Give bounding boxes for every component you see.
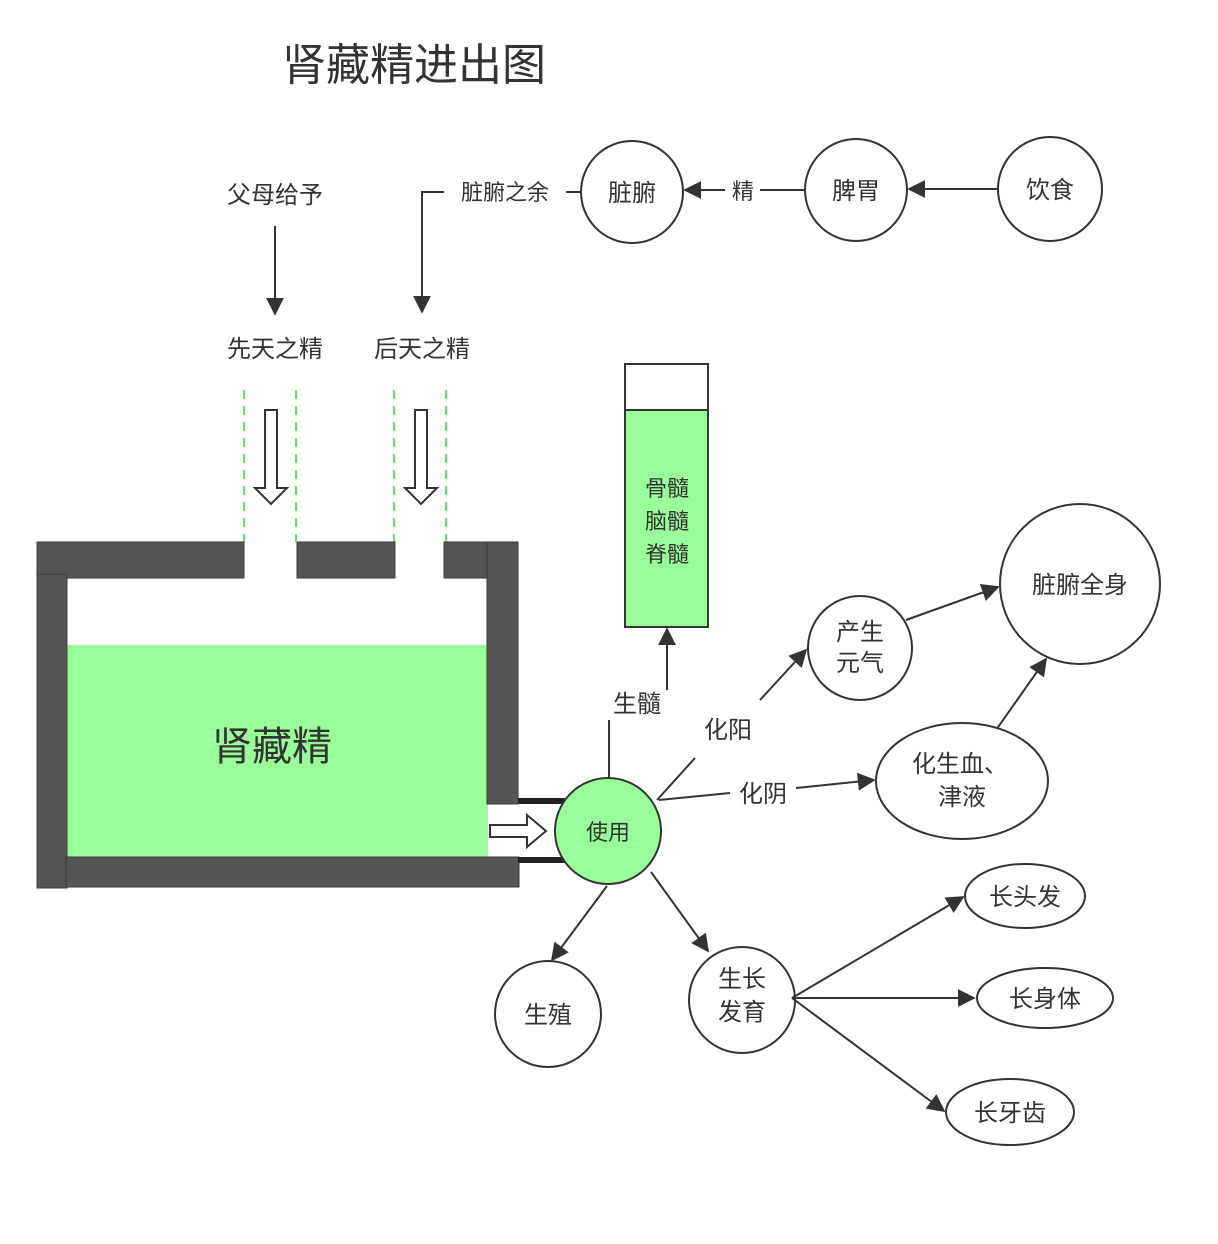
- node-zangfu-label: 脏腑: [608, 179, 656, 207]
- node-body: 脏腑全身: [999, 503, 1161, 665]
- node-yinshi: 饮食: [997, 136, 1103, 242]
- inflow-arrow-left-icon: [252, 409, 290, 506]
- edge-yuanqi-body: [905, 583, 1000, 621]
- node-yuanqi-label-2: 元气: [836, 649, 884, 677]
- node-shengzhi: 生殖: [494, 960, 602, 1068]
- node-yuanqi-label-1: 产生: [836, 618, 884, 646]
- tank-fill: [66, 645, 488, 858]
- node-zangfu: 脏腑: [580, 140, 684, 244]
- node-hair: 长头发: [964, 863, 1086, 929]
- edge-use-shengzhi: [550, 885, 608, 962]
- edge-marrow-label: 生髓: [613, 690, 661, 718]
- marrow-label-1: 骨髓: [645, 477, 689, 502]
- marrow-tube-fill: [624, 409, 709, 628]
- node-blood-label-1: 化生血、: [912, 750, 1008, 778]
- edge-blood-body: [995, 657, 1048, 731]
- node-blood: 化生血、 津液: [875, 722, 1049, 840]
- node-growth: 生长 发育: [688, 946, 796, 1054]
- edge-growth-hair: [791, 896, 965, 999]
- edge-huayin-b: [795, 772, 876, 791]
- edge-huayang-label: 化阳: [704, 716, 752, 744]
- marrow-label-2: 脑髓: [645, 510, 689, 535]
- node-growth-label-2: 发育: [718, 998, 766, 1026]
- node-bodygrow-label: 长身体: [1009, 985, 1081, 1013]
- xiantian-label: 先天之精: [227, 335, 323, 363]
- node-piwei-label: 脾胃: [832, 177, 880, 205]
- edge-huayin-a: [658, 792, 731, 801]
- edge-remainder-label: 脏腑之余: [461, 181, 549, 206]
- node-yinshi-label: 饮食: [1026, 176, 1074, 204]
- houtian-label: 后天之精: [374, 335, 470, 363]
- node-growth-label-1: 生长: [718, 965, 766, 993]
- node-yuanqi: 产生 元气: [807, 595, 913, 701]
- node-shengzhi-label: 生殖: [524, 1001, 572, 1029]
- edge-remainder-seg2: [413, 191, 444, 314]
- tank-label: 肾藏精: [212, 724, 332, 770]
- edge-use-growth: [650, 871, 710, 953]
- outlet-arrow-icon: [489, 812, 548, 850]
- node-use: 使用: [554, 777, 662, 885]
- node-hair-label: 长头发: [989, 883, 1061, 911]
- node-body-label: 脏腑全身: [1032, 571, 1128, 599]
- node-bodygrow: 长身体: [976, 967, 1114, 1029]
- parents-label: 父母给予: [227, 181, 323, 209]
- node-teeth-label: 长牙齿: [974, 1099, 1046, 1127]
- node-use-label: 使用: [586, 821, 630, 846]
- edge-huayin-label: 化阴: [739, 780, 787, 808]
- marrow-tube-top: [624, 363, 709, 411]
- diagram-title: 肾藏精进出图: [282, 40, 546, 91]
- marrow-label-3: 脊髓: [645, 543, 689, 568]
- node-piwei: 脾胃: [804, 138, 908, 242]
- inflow-arrow-right-icon: [402, 409, 440, 506]
- edge-huayang-b: [759, 648, 808, 701]
- edge-huayang-a: [656, 757, 696, 801]
- node-blood-label-2: 津液: [938, 783, 986, 811]
- edge-jing-label: 精: [732, 180, 754, 205]
- tank-walls: [36, 541, 520, 889]
- node-teeth: 长牙齿: [945, 1078, 1075, 1146]
- edge-growth-teeth: [791, 997, 946, 1113]
